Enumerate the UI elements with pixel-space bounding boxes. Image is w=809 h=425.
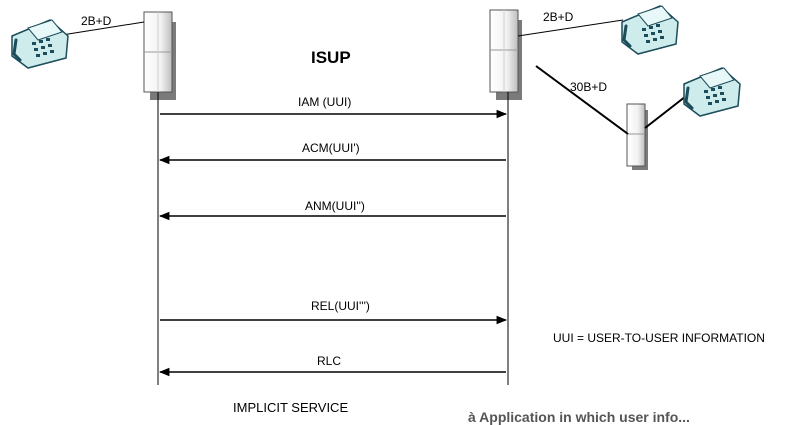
right-exchange-switch [489,9,522,100]
pbx-phone-link-line [644,92,691,129]
right-phone-link-label: 2B+D [543,10,574,24]
pbx-telephone-icon [683,67,741,117]
message-label-rlc: RLC [317,354,342,368]
caption-text: IMPLICIT SERVICE [233,400,349,415]
left-phone-link-line [61,21,145,36]
left-telephone-icon [11,19,69,69]
message-label-anm: ANM(UUI'') [305,199,365,213]
pbx-switch [626,103,648,170]
message-label-rel: REL(UUI''') [311,299,370,313]
right-telephone-icon [621,5,679,55]
pbx-trunk-label: 30B+D [570,80,608,94]
cut-off-bottom-text: à Application in which user info... [468,409,690,425]
protocol-label: ISUP [311,48,351,67]
left-phone-link-label: 2B+D [81,14,112,28]
message-label-iam: IAM (UUI) [298,95,352,109]
legend-text: UUI = USER-TO-USER INFORMATION [553,331,765,345]
right-phone-link-line [517,19,624,37]
left-exchange-switch [143,11,176,100]
pbx-trunk-line [535,65,629,135]
message-label-acm: ACM(UUI') [302,141,360,155]
